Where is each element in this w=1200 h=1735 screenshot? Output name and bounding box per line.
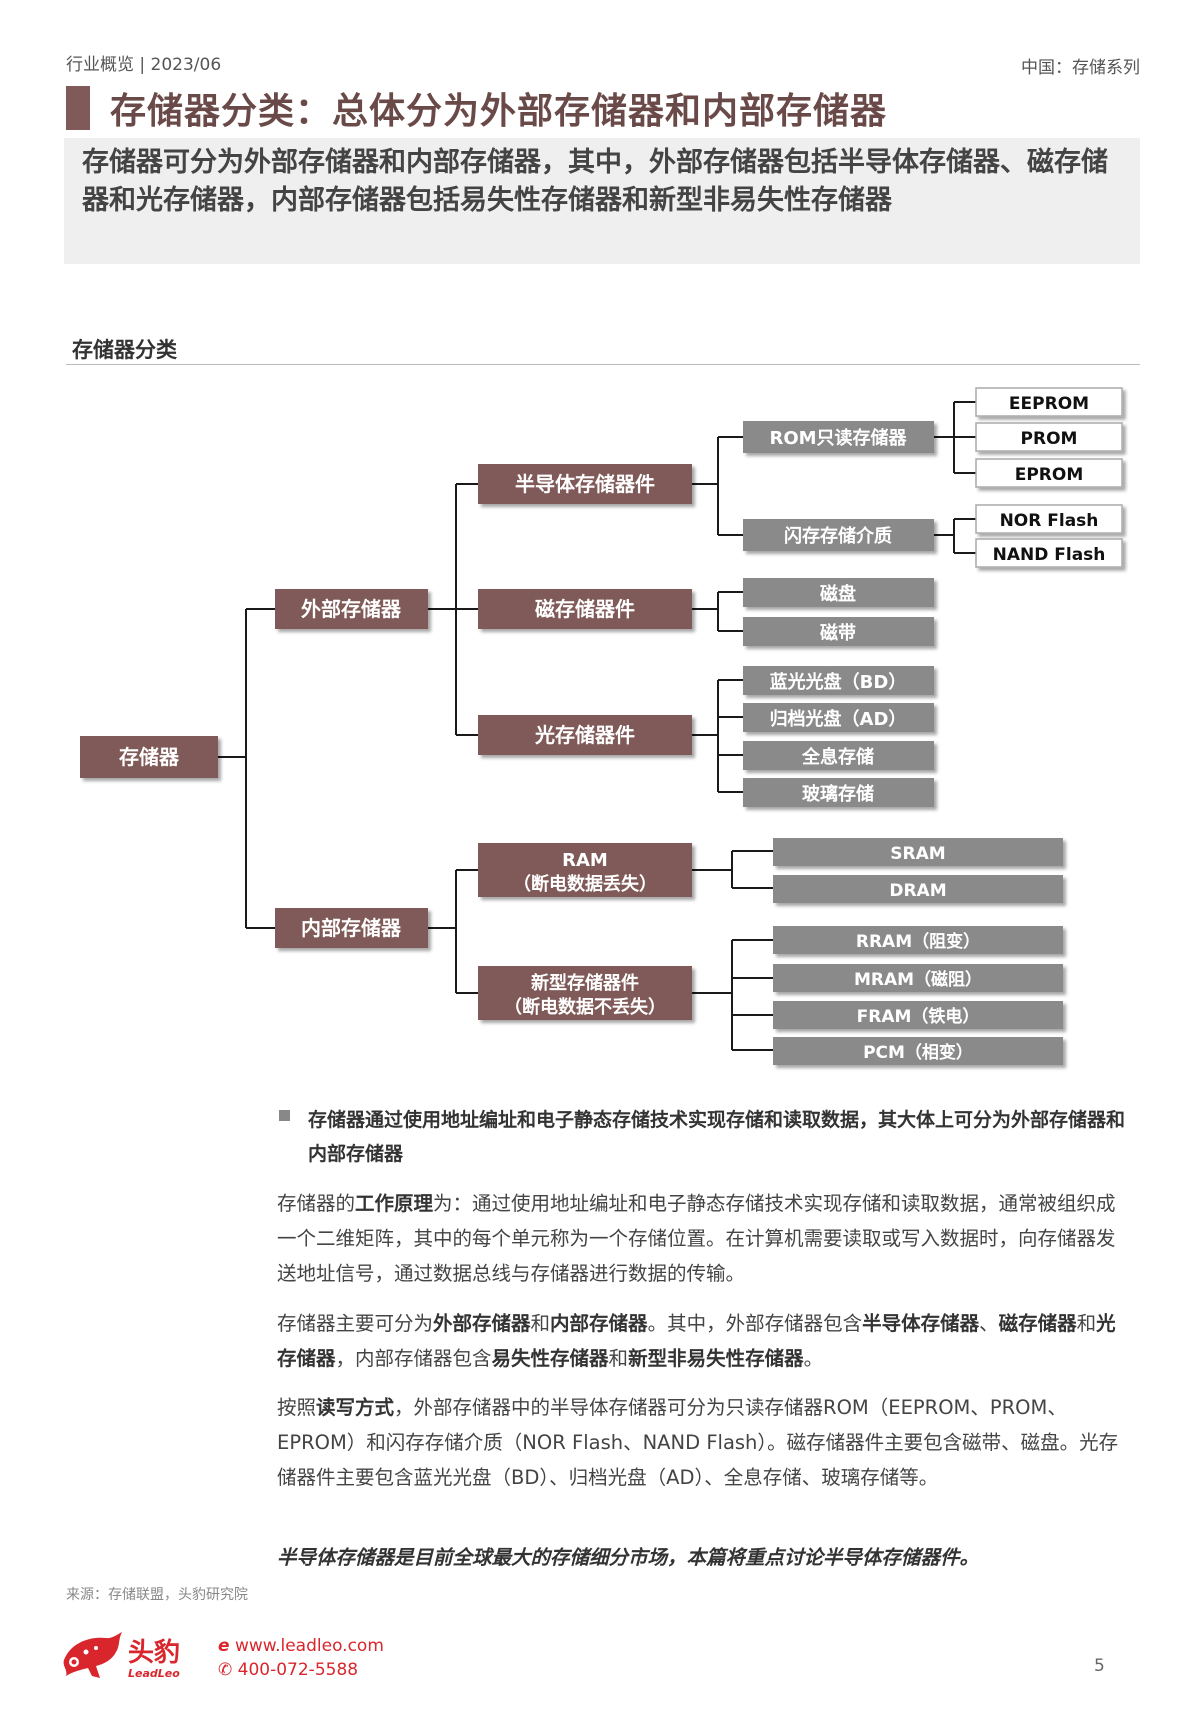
phone-icon: ✆ [218, 1660, 233, 1680]
nor-flash-node-box [975, 504, 1123, 534]
prom-node-box [975, 422, 1123, 452]
ad-node-box [743, 703, 934, 732]
leopard-logo-icon [63, 1632, 122, 1678]
paragraph-read-write: 按照读写方式，外部存储器中的半导体存储器可分为只读存储器ROM（EEPROM、P… [277, 1396, 1119, 1489]
bd-node-label: 蓝光光盘（BD） [770, 671, 907, 693]
semiconductor-node-box [478, 464, 692, 504]
tape-node-label: 磁带 [820, 622, 856, 644]
pcm-node-label: PCM（相变） [863, 1042, 973, 1063]
disk-node-box [743, 578, 934, 607]
mram-node-box [773, 964, 1063, 992]
bullet-heading: 存储器通过使用地址编址和电子静态存储技术实现存储和读取数据，其大体上可分为外部存… [308, 1109, 1126, 1165]
nand-flash-node-label: NAND Flash [993, 545, 1106, 565]
nand-flash-node-box [975, 538, 1123, 568]
brand-name-cn: 头豹 [128, 1638, 181, 1668]
new-storage-node-box [478, 966, 692, 1020]
diagram-rule [66, 364, 1140, 365]
eprom-node-label: EPROM [1015, 465, 1084, 485]
glass-node-box [743, 778, 934, 807]
semiconductor-node-label: 半导体存储器件 [515, 472, 655, 496]
new-storage-node-label-line2: （断电数据不丢失） [504, 996, 666, 1018]
rom-node-box [743, 421, 934, 453]
disk-node-label: 磁盘 [820, 583, 856, 605]
series-tag: 中国：存储系列 [1021, 58, 1140, 78]
dram-node-box [773, 875, 1063, 903]
mram-node-label: MRAM（磁阻） [854, 969, 982, 990]
eeprom-node-label: EEPROM [1009, 394, 1089, 414]
eprom-node-box [975, 458, 1123, 488]
rom-node-label: ROM只读存储器 [769, 427, 907, 449]
eeprom-node-box [975, 387, 1123, 417]
rram-node-box [773, 926, 1063, 954]
root-node-box [80, 736, 218, 778]
summary-text: 存储器可分为外部存储器和内部存储器，其中，外部存储器包括半导体存储器、磁存储器和… [82, 147, 1108, 216]
dram-node-label: DRAM [889, 881, 946, 901]
rram-node-label: RRAM（阻变） [856, 931, 980, 952]
brand-name-en: LeadLeo [128, 1667, 180, 1680]
ram-node-label-line2: （断电数据丢失） [513, 873, 657, 895]
report-tag: 行业概览 | 2023/06 [66, 55, 222, 75]
web-icon: e [218, 1636, 230, 1656]
page-title: 存储器分类：总体分为外部存储器和内部存储器 [110, 91, 888, 132]
fram-node-box [773, 1001, 1063, 1029]
tape-node-box [743, 617, 934, 646]
pcm-node-box [773, 1037, 1063, 1065]
ram-node-box [478, 843, 692, 897]
holographic-node-label: 全息存储 [801, 746, 874, 768]
page-number: 5 [1094, 1656, 1105, 1676]
root-node-label: 存储器 [119, 745, 180, 769]
brand-phone: ✆ 400-072-5588 [218, 1660, 359, 1680]
classification-tree: 存储器 外部存储器 内部存储器 半导体存储器件 磁存储器件 光存储器件 RAM … [80, 387, 1123, 1065]
title-accent-bar [66, 86, 90, 130]
magnetic-node-label: 磁存储器件 [535, 597, 635, 621]
bd-node-box [743, 666, 934, 695]
holographic-node-box [743, 741, 934, 770]
magnetic-node-box [478, 589, 692, 629]
paragraph-conclusion: 半导体存储器是目前全球最大的存储细分市场，本篇将重点讨论半导体存储器件。 [277, 1546, 980, 1569]
sram-node-label: SRAM [890, 844, 945, 864]
brand-url[interactable]: e www.leadleo.com [218, 1636, 384, 1656]
fram-node-label: FRAM（铁电） [857, 1006, 980, 1027]
source-note: 来源：存储联盟，头豹研究院 [66, 1587, 248, 1603]
flash-node-box [743, 519, 934, 551]
tree-connectors [218, 401, 976, 1051]
paragraph-categories: 存储器主要可分为外部存储器和内部存储器。其中，外部存储器包含半导体存储器、磁存储… [277, 1312, 1116, 1370]
prom-node-label: PROM [1021, 429, 1078, 449]
new-storage-node-label-line1: 新型存储器件 [531, 972, 639, 994]
external-node-label: 外部存储器 [301, 597, 402, 621]
nor-flash-node-label: NOR Flash [1000, 511, 1099, 531]
bullet-square [279, 1110, 290, 1121]
external-node-box [275, 589, 428, 629]
optical-node-box [478, 715, 692, 755]
diagram-heading: 存储器分类 [72, 338, 177, 362]
ad-node-label: 归档光盘（AD） [770, 708, 907, 730]
summary-box: 存储器可分为外部存储器和内部存储器，其中，外部存储器包括半导体存储器、磁存储器和… [64, 138, 1140, 264]
internal-node-box [275, 908, 428, 948]
optical-node-label: 光存储器件 [534, 723, 635, 747]
flash-node-label: 闪存存储介质 [784, 525, 892, 547]
ram-node-label-line1: RAM [562, 850, 608, 871]
glass-node-label: 玻璃存储 [802, 783, 874, 805]
paragraph-principle: 存储器的工作原理为：通过使用地址编址和电子静态存储技术实现存储和读取数据，通常被… [277, 1192, 1116, 1285]
sram-node-box [773, 838, 1063, 866]
internal-node-label: 内部存储器 [301, 916, 402, 940]
